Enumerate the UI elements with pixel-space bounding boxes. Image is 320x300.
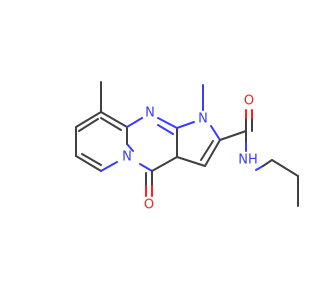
molecule-structure: N N N O O NH [0, 0, 300, 300]
bond-ring-b-4 [151, 156, 178, 172]
atom-nh-amide: NH [238, 153, 258, 168]
bond-ring-b-1 [126, 117, 143, 128]
bond-amide-c [219, 130, 247, 141]
bond-ring-c-3 [204, 139, 221, 167]
bond-ring-c-3-inner [200, 140, 214, 161]
canvas-background [0, 0, 300, 300]
bond-propyl-1-n [255, 165, 264, 171]
bond-ring-b-5 [139, 163, 153, 172]
bond-ring-a-3-inner [81, 153, 102, 166]
bond-ring-a-4 [100, 161, 118, 172]
atom-o-carbonyl-ring: O [144, 198, 154, 213]
atom-n-bridge: N [122, 150, 132, 165]
bond-ring-a-6 [100, 111, 128, 128]
atom-o-amide: O [244, 94, 254, 109]
bond-propyl-2 [271, 159, 299, 177]
bond-ring-c-4 [176, 156, 206, 167]
bond-ring-a-3 [75, 155, 102, 172]
bond-ring-b-2 [157, 117, 178, 129]
atom-n-pyrrole: N [198, 112, 208, 127]
bond-ring-a-1-inner [78, 118, 99, 132]
bond-propyl-1 [262, 159, 273, 167]
bond-ring-a-1 [75, 111, 102, 128]
bond-ring-b-2-inner [157, 124, 174, 135]
bond-ring-c-2 [210, 125, 221, 141]
bond-ring-a-5 [126, 143, 134, 152]
bond-ring-c-1 [176, 121, 195, 129]
bond-ring-a-6-inner [100, 117, 122, 131]
atom-n-ring-top: N [145, 106, 155, 121]
